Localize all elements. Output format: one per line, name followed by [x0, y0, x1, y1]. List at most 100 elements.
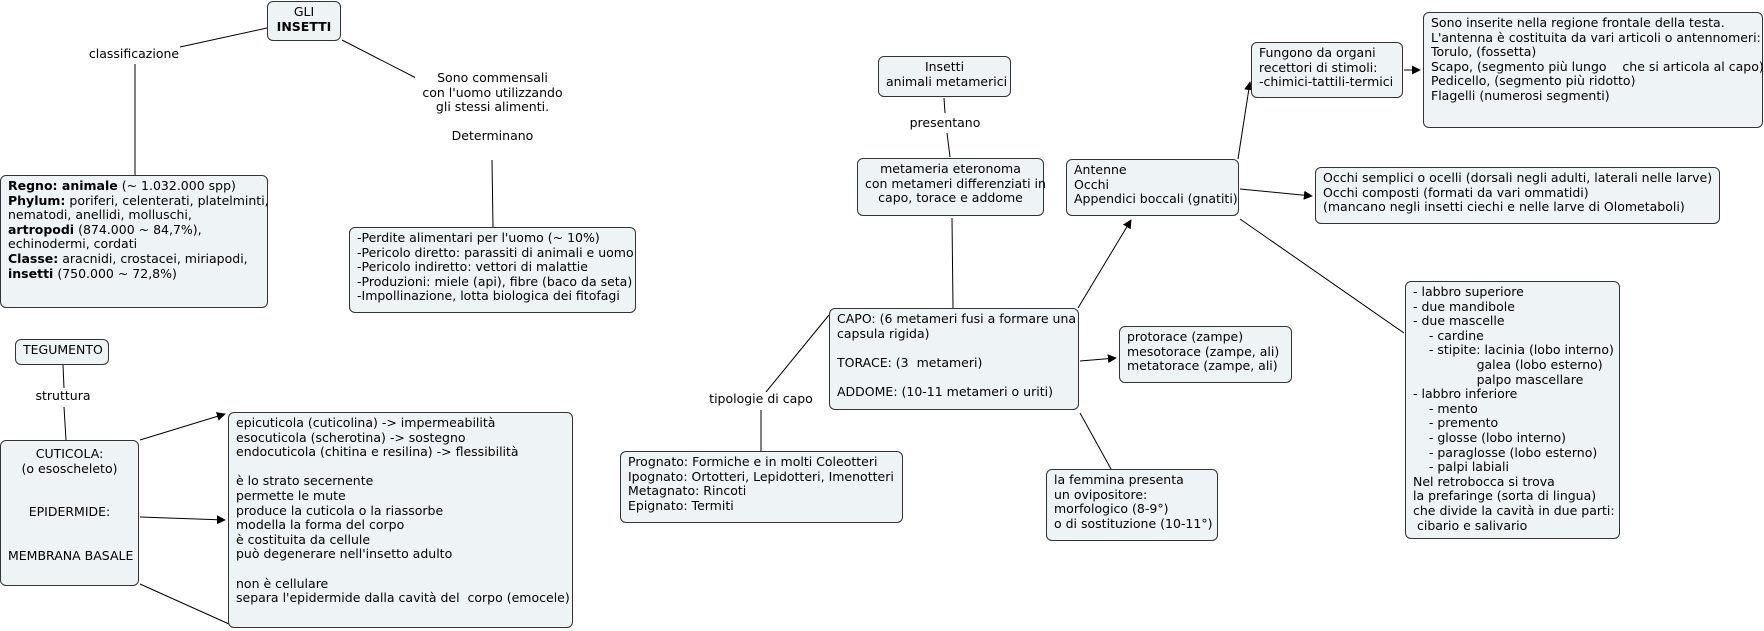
node-text-line: è costituita da cellule: [236, 531, 371, 547]
node-text-line: EPIDERMIDE:: [28, 504, 111, 520]
node-text-line: [8, 491, 131, 506]
node-text-line: - paraglosse (lobo esterno): [1413, 444, 1598, 460]
node-text-plain: (750.000 ~ 72,8%): [53, 265, 177, 281]
link-cuticola-strati-3: [139, 583, 230, 625]
node-text-line: nematodi, anellidi, molluschi,: [8, 207, 260, 223]
node-text-plain: aracnidi, crostacei, miriapodi,: [58, 250, 248, 266]
link-capo-tipologie: [765, 314, 830, 393]
link-cuticola-strati-1: [139, 412, 226, 441]
node-text-plain: (~ 1.032.000 spp): [117, 178, 236, 193]
node-text-line: Pedicello, (segmento più ridotto): [1431, 73, 1636, 89]
node-text-line: -Pericolo indiretto: vettori di malattie: [357, 259, 588, 275]
node-text-line: non è cellulare: [236, 575, 329, 591]
node-text-line: recettori di stimoli:: [1259, 59, 1378, 75]
node-text-line: Torulo, (fossetta): [1431, 44, 1537, 60]
node-text-line: Occhi: [1074, 176, 1109, 192]
node-text-bold: insetti: [8, 265, 54, 281]
link-metameria-capo: [951, 217, 954, 309]
link-insetti-classificazione: [179, 27, 268, 48]
node-text-line: Fungono da organi: [1259, 45, 1376, 60]
node-text-line: morfologico (8-9°): [1054, 501, 1169, 517]
node-text-line: -Produzioni: miele (api), fibre (baco da…: [357, 273, 633, 289]
node-text-line: TEGUMENTO: [23, 342, 103, 357]
link-capo-antenne: [1077, 219, 1132, 309]
node-text-line: Sono inserite nella regione frontale del…: [1431, 15, 1725, 30]
node-text-line: - labbro superiore: [1413, 284, 1524, 299]
node-tegumento: TEGUMENTO: [15, 339, 109, 365]
node-text-line: Occhi semplici o ocelli (dorsali negli a…: [1323, 170, 1713, 185]
node-text-line: è lo strato secernente: [236, 473, 374, 489]
node-text-line: [837, 370, 1071, 385]
node-apparato-boccale: - labbro superiore- due mandibole- due m…: [1405, 281, 1620, 539]
node-text-line: metameria eteronoma: [880, 161, 1021, 176]
node-text-line: Epignato: Termiti: [628, 497, 734, 513]
link-cuticola-strati-2: [139, 515, 226, 525]
node-text-line: - stipite: lacinia (lobo interno): [1413, 342, 1614, 358]
node-text-line: mesotorace (zampe, ali): [1127, 343, 1280, 359]
node-text-plain: (874.000 ~ 84,7%),: [74, 221, 202, 237]
label-tipologie-capo: tipologie di capo: [706, 391, 816, 407]
node-text-line: Prognato: Formiche e in molti Coleotteri: [628, 454, 878, 469]
link-antenne-fungono: [1237, 81, 1254, 160]
node-text-line: insetti (750.000 ~ 72,8%): [8, 265, 260, 282]
link-capo-protorace: [1079, 354, 1117, 364]
node-text-line: - cardine: [1413, 327, 1484, 343]
node-text-line: [837, 341, 1071, 356]
node-text-bold: Phylum:: [8, 192, 66, 208]
node-tipologie-capo: Prognato: Formiche e in molti Coleotteri…: [620, 451, 903, 523]
node-text-line: galea (lobo esterno): [1413, 356, 1603, 372]
link-determinano-perdite: [491, 159, 494, 228]
node-text-line: (mancano negli insetti ciechi e nelle la…: [1323, 199, 1685, 215]
node-occhi: Occhi semplici o ocelli (dorsali negli a…: [1315, 167, 1720, 224]
node-text-line: separa l'epidermide dalla cavità del cor…: [236, 590, 570, 606]
node-text-line: endocuticola (chitina e resilina) -> fle…: [236, 444, 519, 460]
node-text-line: epicuticola (cuticolina) -> impermeabili…: [236, 415, 496, 430]
node-text-plain: nematodi, anellidi, molluschi,: [8, 207, 192, 223]
link-metamerici-presentano: [943, 97, 946, 114]
label-classificazione: classificazione: [88, 46, 180, 62]
node-text-line: protorace (zampe): [1127, 329, 1244, 344]
label-commensali: Sono commensali con l'uomo utilizzando g…: [415, 70, 570, 144]
label-presentano: presentano: [905, 115, 985, 131]
node-text-plain: echinodermi, cordati: [8, 236, 138, 252]
link-antenne-occhi: [1239, 188, 1313, 200]
node-cuticola: CUTICOLA:(o esoscheleto)EPIDERMIDE:MEMBR…: [0, 440, 139, 586]
node-text-line: animali metamerici: [886, 73, 1008, 89]
node-text-line: CAPO: (6 metameri fusi a formare una: [837, 311, 1077, 326]
node-text-line: produce la cuticola o la riassorbe: [236, 502, 444, 518]
node-text-line: GLI: [293, 4, 315, 19]
node-text-line: [8, 476, 131, 491]
node-strati-tegumento: epicuticola (cuticolina) -> impermeabili…: [228, 412, 573, 628]
node-classificazione-regno: Regno: animale (~ 1.032.000 spp)Phylum: …: [0, 175, 269, 308]
node-text-line: un ovipositore:: [1054, 486, 1148, 502]
node-text-line: che divide la cavità in due parti:: [1413, 502, 1615, 518]
node-importanza: -Perdite alimentari per l'uomo (~ 10%) -P…: [349, 227, 636, 313]
node-text-line: echinodermi, cordati: [8, 237, 260, 252]
node-text-line: permette le mute: [236, 487, 346, 503]
node-text-line: CUTICOLA:: [35, 446, 104, 461]
node-text-line: Nel retrobocca si trova: [1413, 473, 1555, 489]
node-text-plain: poriferi, celenterati, platelminti,: [65, 192, 269, 208]
node-text-line: Metagnato: Rincoti: [628, 483, 747, 499]
node-text-line: Antenne: [1074, 162, 1127, 177]
node-text-line: [8, 520, 131, 535]
node-text-line: - due mandibole: [1413, 298, 1515, 314]
node-text-line: -Perdite alimentari per l'uomo (~ 10%): [357, 230, 600, 245]
node-text-line: - labbro inferiore: [1413, 386, 1518, 402]
link-insetti-commensali: [341, 39, 421, 81]
node-text-line: cibario e salivario: [1413, 517, 1528, 533]
link-struttura-cuticola: [63, 406, 67, 441]
node-text-line: capo, torace e addome: [878, 190, 1023, 206]
node-text-line: metatorace (zampe, ali): [1127, 358, 1278, 374]
node-text-line: Phylum: poriferi, celenterati, platelmin…: [8, 192, 269, 209]
node-text-line: o di sostituzione (10-11°): [1054, 515, 1213, 531]
node-torace-segmenti: protorace (zampe)mesotorace (zampe, ali)…: [1119, 326, 1292, 383]
node-text-line: Appendici boccali (gnatiti): [1074, 191, 1238, 207]
node-text-line: può degenerare nell'insetto adulto: [236, 546, 453, 562]
node-antenna-struttura: Sono inserite nella regione frontale del…: [1423, 12, 1764, 128]
node-text-line: [236, 562, 565, 577]
